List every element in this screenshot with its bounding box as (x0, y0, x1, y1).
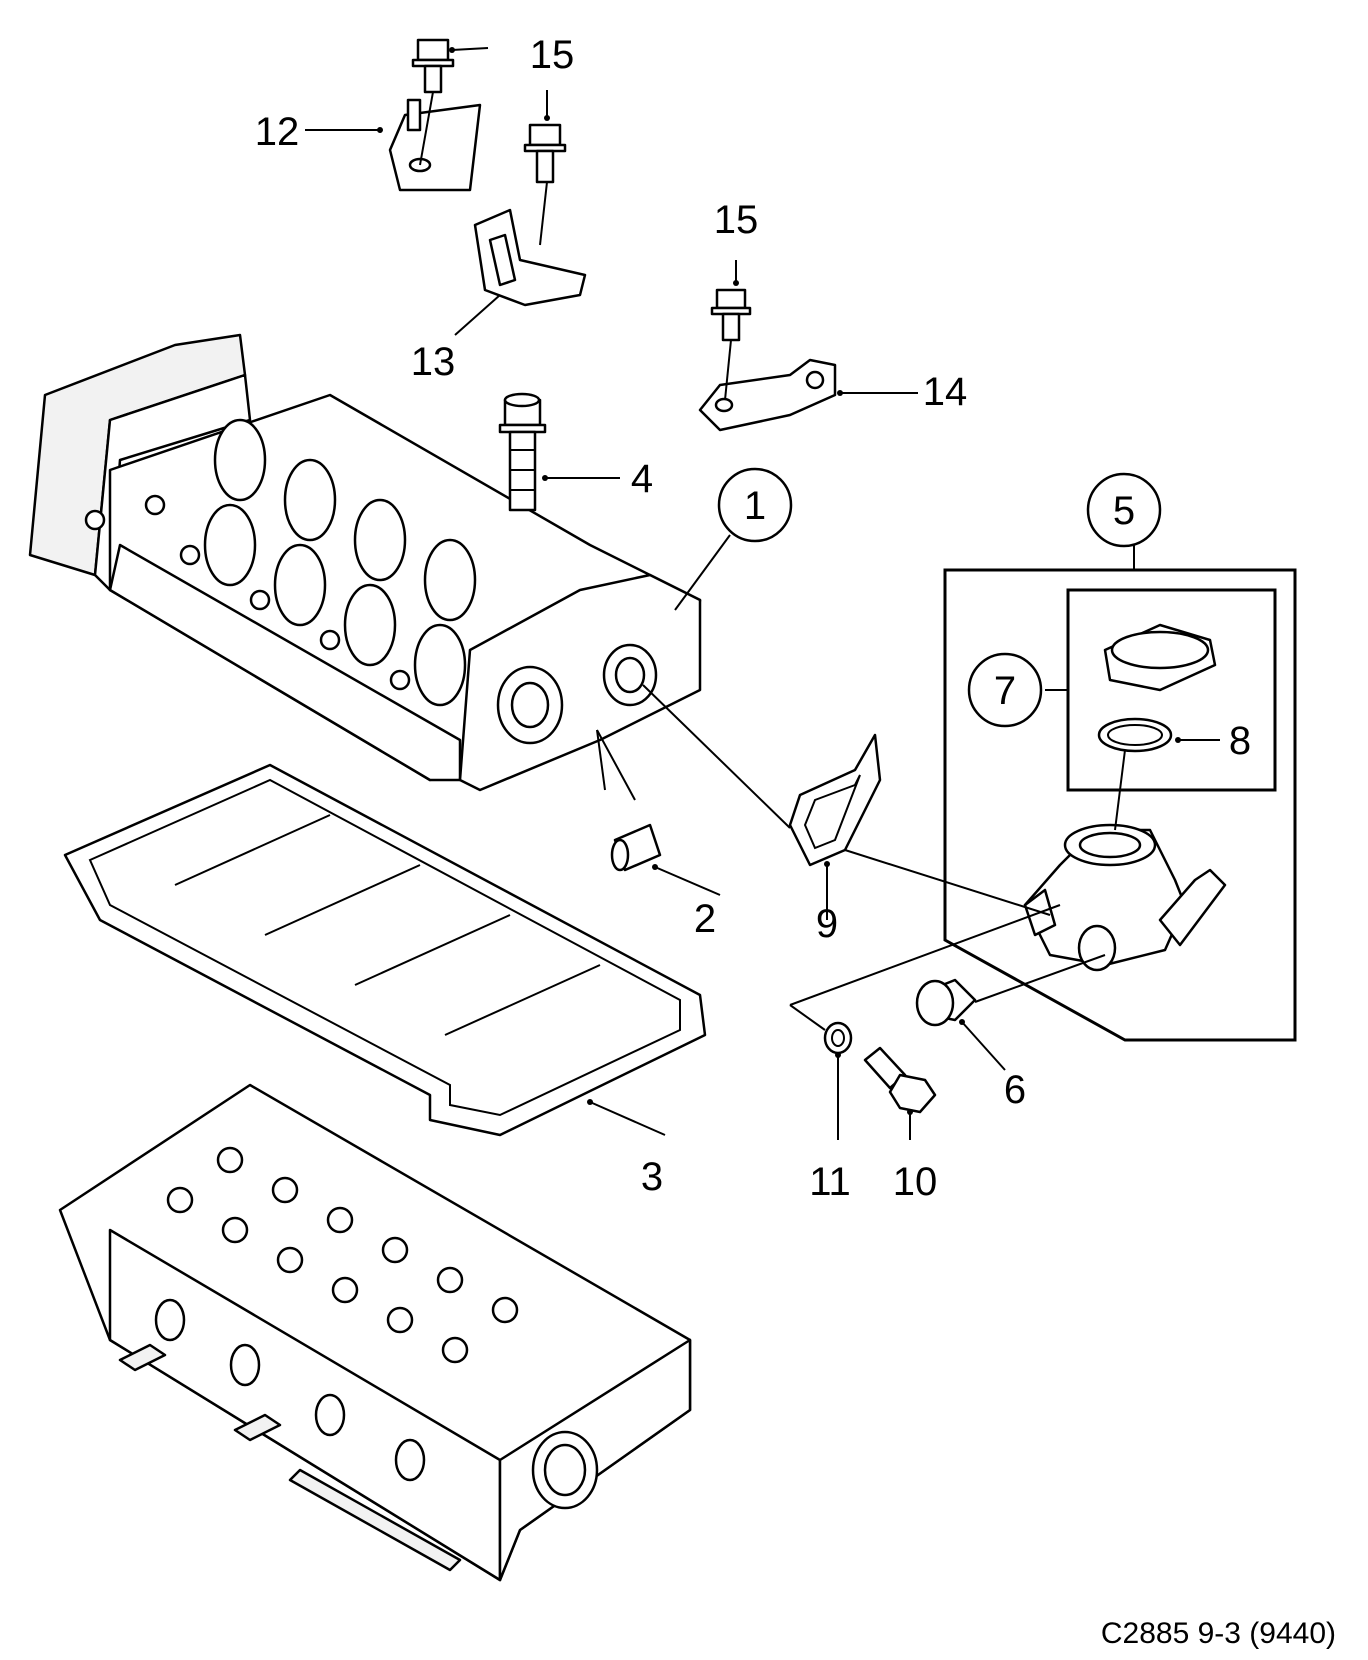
oil-filler-housing (943, 568, 1297, 1042)
callout-circle-5 (1086, 472, 1162, 548)
callout-14: 14 (923, 370, 968, 414)
bracket-13 (473, 208, 587, 307)
callout-8: 8 (1229, 719, 1251, 763)
callout-5: 5 (1113, 489, 1135, 533)
callout-11: 11 (809, 1160, 851, 1204)
callout-7: 7 (994, 669, 1016, 713)
callout-circle-7 (967, 652, 1043, 728)
callout-2: 2 (694, 897, 716, 941)
bracket-14 (698, 358, 837, 432)
bolt-10 (863, 1046, 937, 1114)
callout-1: 1 (744, 484, 766, 528)
callout-6: 6 (1004, 1068, 1026, 1112)
callout-13: 13 (411, 340, 456, 384)
housing-bolt (498, 392, 547, 512)
cover-gasket (63, 763, 707, 1137)
callout-15-top: 15 (530, 33, 575, 77)
plug-6 (915, 978, 977, 1027)
camshaft-housing (28, 333, 702, 792)
cylinder-head (58, 1083, 692, 1582)
callout-4: 4 (631, 457, 653, 501)
bolt-15-a (411, 38, 455, 94)
gasket-9 (788, 733, 882, 867)
washer-11 (823, 1021, 853, 1055)
bolt-15-c (710, 288, 752, 342)
figure-reference: C2885 9-3 (9440) (1101, 1617, 1336, 1650)
callout-3: 3 (641, 1155, 663, 1199)
callout-circle-1 (717, 467, 793, 543)
callout-9: 9 (816, 902, 838, 946)
callout-15-right: 15 (714, 198, 759, 242)
sleeve-2 (610, 823, 662, 872)
bracket-12 (388, 98, 482, 192)
leader-lines (305, 47, 1220, 1140)
callout-12: 12 (255, 110, 300, 154)
bolt-15-b (523, 123, 567, 184)
callout-10: 10 (893, 1160, 938, 1204)
